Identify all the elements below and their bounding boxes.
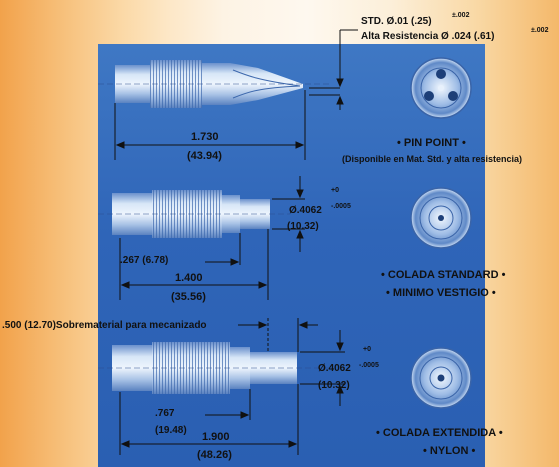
standard-tol-plus: +0 (331, 187, 339, 194)
standard-end-view (410, 187, 472, 249)
extended-end-view (410, 347, 472, 409)
extended-diameter-in: Ø.4062 (318, 363, 351, 374)
extended-length-in: 1.900 (202, 431, 230, 443)
extended-dimensions (119, 318, 345, 455)
standard-diameter-in: Ø.4062 (289, 205, 322, 216)
extended-diameter-mm: (10.32) (318, 380, 350, 391)
nozzle-pin-point-drawing (98, 60, 330, 108)
standard-length-in: 1.400 (175, 272, 203, 284)
standard-label-line2: • MINIMO VESTIGIO • (386, 287, 496, 299)
standard-dimensions (119, 176, 305, 300)
std-tip-spec: STD. Ø.01 (.25) (361, 16, 432, 27)
standard-length-mm: (35.56) (171, 291, 206, 303)
standard-short-length: .267 (6.78) (120, 255, 169, 266)
pin-point-length-dimension (114, 90, 306, 160)
alta-resistencia-spec: Alta Resistencia Ø .024 (.61) (361, 31, 495, 42)
extended-short-length-mm: (19.48) (155, 425, 187, 436)
std-tip-tolerance: ±.002 (452, 12, 470, 19)
alta-resistencia-tolerance: ±.002 (531, 27, 549, 34)
standard-diameter-mm: (10.32) (287, 221, 319, 232)
extended-label-line2: • NYLON • (423, 445, 476, 457)
pin-point-label: • PIN POINT • (397, 137, 466, 149)
nozzle-standard-drawing (98, 190, 290, 238)
standard-tol-minus: -.0005 (331, 203, 351, 210)
extended-tol-plus: +0 (363, 346, 371, 353)
nozzle-extended-drawing (98, 342, 330, 394)
extended-length-mm: (48.26) (197, 449, 232, 461)
overstock-note: .500 (12.70)Sobrematerial para mecanizad… (2, 320, 207, 331)
pin-point-length-in: 1.730 (191, 131, 219, 143)
extended-tol-minus: -.0005 (359, 362, 379, 369)
extended-short-length-in: .767 (155, 408, 175, 419)
standard-label-line1: • COLADA STANDARD • (381, 269, 506, 281)
std-tip-leader (309, 29, 358, 110)
extended-label-line1: • COLADA EXTENDIDA • (376, 427, 503, 439)
pin-point-availability-note: (Disponible en Mat. Std. y alta resisten… (342, 154, 523, 164)
pin-point-end-view (410, 57, 472, 119)
pin-point-length-mm: (43.94) (187, 150, 222, 162)
